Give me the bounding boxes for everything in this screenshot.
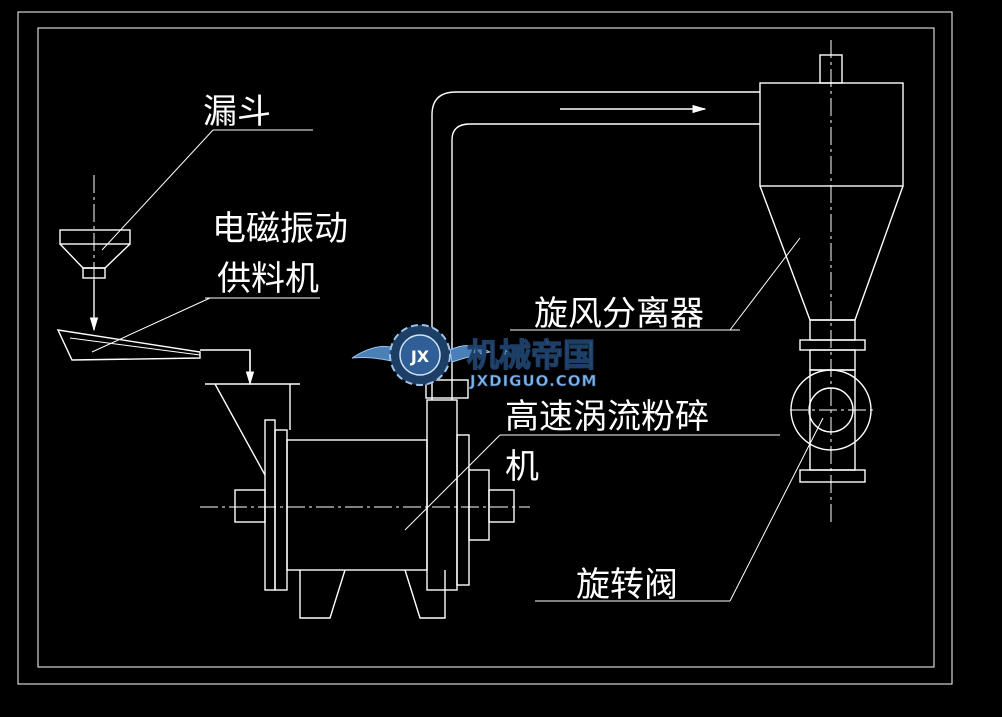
cyclone-drawing [759,40,904,525]
funnel-drawing [59,175,131,332]
label-mill-line2: 机 [505,447,539,487]
label-feeder-line2: 供料机 [217,259,319,299]
label-mill-line1: 高速涡流粉碎 [505,397,709,437]
mill-drawing [200,383,530,619]
label-valve: 旋转阀 [576,565,678,605]
label-feeder-line1: 电磁振动 [212,209,348,249]
outer-frame [17,11,953,685]
watermark-brand: 机械帝国 [467,336,595,374]
leader-lines [91,129,824,602]
pneumatic-pipe [425,91,760,400]
label-cyclone: 旋风分离器 [534,294,704,334]
watermark-logo: JX 机械帝国 JXDIGUO.COM [351,324,597,390]
feeder-drawing [56,329,255,386]
watermark-url: JXDIGUO.COM [469,372,597,390]
watermark-logo-letters: JX [410,347,430,366]
label-funnel: 漏斗 [203,92,271,132]
rotary-valve-drawing [790,369,875,483]
inner-frame [37,27,935,668]
